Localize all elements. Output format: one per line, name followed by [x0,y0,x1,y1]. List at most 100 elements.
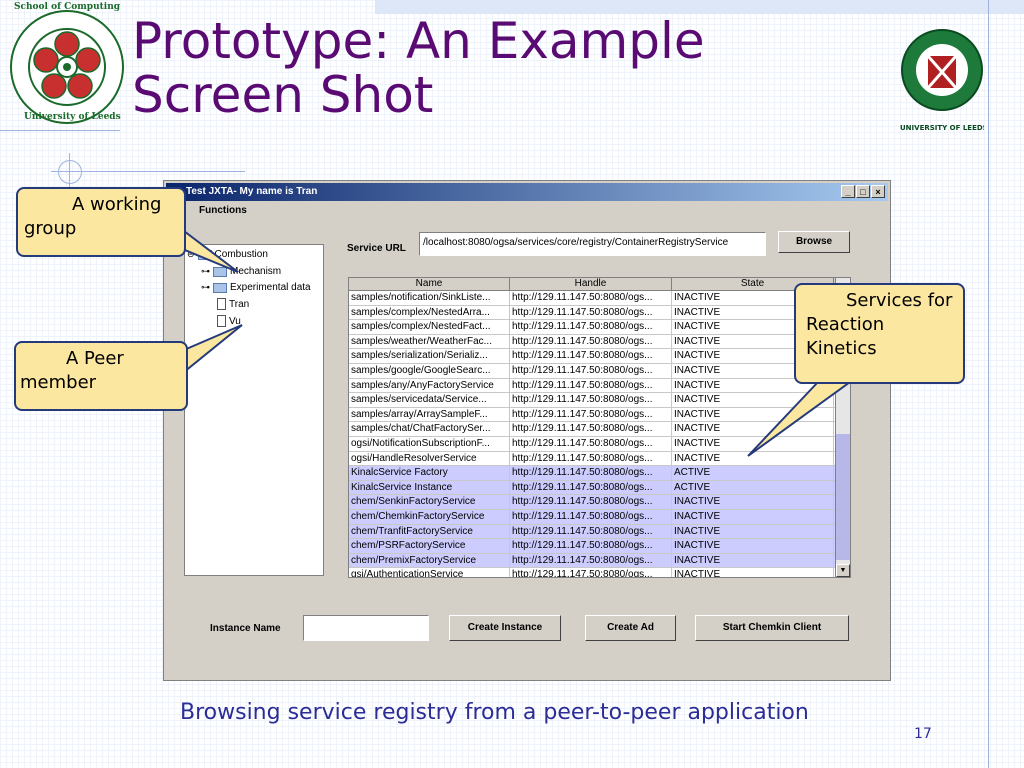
cell-name: samples/servicedata/Service... [349,393,510,407]
cell-handle: http://129.11.147.50:8080/ogs... [510,451,672,466]
cell-state: INACTIVE [672,568,834,577]
service-table[interactable]: Name Handle State samples/notification/S… [348,277,851,578]
tree-item-combustion[interactable]: ⊖ Combustion [187,249,268,260]
cell-handle: http://129.11.147.50:8080/ogs... [510,539,672,553]
cell-name: ogsi/HandleResolverService [349,451,510,466]
table-row[interactable]: samples/notification/SinkListe...http://… [349,291,850,306]
scroll-down-arrow-icon[interactable]: ▼ [836,564,850,577]
expand-icon[interactable]: ⊶ [201,266,210,276]
cell-name: samples/google/GoogleSearc... [349,363,510,378]
cell-name: chem/PremixFactoryService [349,553,510,568]
cell-name: chem/PSRFactoryService [349,539,510,553]
window-title: Test JXTA- My name is Tran [186,186,318,197]
top-band [375,0,1024,14]
cell-name: chem/SenkinFactoryService [349,495,510,509]
table-row[interactable]: samples/complex/NestedArra...http://129.… [349,305,850,321]
guide-line [0,130,120,131]
cell-handle: http://129.11.147.50:8080/ogs... [510,378,672,393]
cell-handle: http://129.11.147.50:8080/ogs... [510,466,672,480]
document-icon [217,315,226,327]
service-url-input[interactable]: /localhost:8080/ogsa/services/core/regis… [419,232,766,256]
expand-icon[interactable]: ⊖ [187,249,195,259]
cell-name: ogsi/NotificationSubscriptionF... [349,436,510,451]
table-row[interactable]: samples/chat/ChatFactorySer...http://129… [349,422,850,437]
tree-item-mechanism[interactable]: ⊶ Mechanism [201,266,282,277]
right-logo-label: UNIVERSITY OF LEEDS [900,124,984,132]
cell-name: chem/TranfitFactoryService [349,524,510,539]
browse-button[interactable]: Browse [778,231,850,253]
start-chemkin-client-button[interactable]: Start Chemkin Client [695,615,849,641]
slide-caption: Browsing service registry from a peer-to… [180,700,809,725]
page-number: 17 [914,726,932,742]
instance-name-input[interactable] [303,615,429,641]
cell-state: INACTIVE [672,553,834,568]
cell-handle: http://129.11.147.50:8080/ogs... [510,480,672,495]
table-row[interactable]: samples/complex/NestedFact...http://129.… [349,320,850,335]
create-ad-button[interactable]: Create Ad [585,615,676,641]
cell-name: KinalcService Factory [349,466,510,480]
cell-handle: http://129.11.147.50:8080/ogs... [510,393,672,407]
menu-functions[interactable]: Functions [199,205,247,216]
slide-title: Prototype: An Example Screen Shot [132,14,705,122]
table-row[interactable]: samples/array/ArraySampleF...http://129.… [349,407,850,423]
cell-name: KinalcService Instance [349,480,510,495]
cell-state: INACTIVE [672,509,834,524]
table-header: Name Handle State [349,278,850,291]
close-button[interactable]: × [871,185,885,198]
table-row[interactable]: samples/servicedata/Service...http://129… [349,393,850,408]
create-instance-button[interactable]: Create Instance [449,615,561,641]
cell-state: INACTIVE [672,422,834,436]
column-name[interactable]: Name [349,278,510,290]
maximize-button[interactable]: □ [856,185,870,198]
table-row[interactable]: samples/google/GoogleSearc...http://129.… [349,363,850,379]
cell-state: INACTIVE [672,436,834,451]
cell-handle: http://129.11.147.50:8080/ogs... [510,334,672,349]
cell-handle: http://129.11.147.50:8080/ogs... [510,553,672,568]
app-window: Test JXTA- My name is Tran _ □ × Functio… [163,180,891,681]
cell-state: INACTIVE [672,524,834,539]
cell-name: samples/weather/WeatherFac... [349,334,510,349]
left-logo-label-bottom: University of Leeds [24,112,121,122]
cell-state: INACTIVE [672,407,834,422]
cell-state: ACTIVE [672,466,834,480]
expand-icon[interactable]: ⊶ [201,282,210,292]
cell-name: samples/any/AnyFactoryService [349,378,510,393]
tree-item-tran[interactable]: Tran [217,298,249,310]
minimize-button[interactable]: _ [841,185,855,198]
title-line-1: Prototype: An Example [132,12,705,70]
cell-handle: http://129.11.147.50:8080/ogs... [510,320,672,334]
document-icon [217,298,226,310]
column-handle[interactable]: Handle [510,278,672,290]
table-row[interactable]: samples/serialization/Serializ...http://… [349,349,850,364]
tree-item-experimental-data[interactable]: ⊶ Experimental data [201,282,311,293]
cell-name: chem/ChemkinFactoryService [349,509,510,524]
tree-item-vu[interactable]: Vu [217,315,241,327]
title-line-2: Screen Shot [132,66,434,124]
scrollbar-thumb[interactable] [836,434,850,560]
table-row[interactable]: samples/weather/WeatherFac...http://129.… [349,334,850,350]
instance-name-label: Instance Name [210,623,281,634]
cell-handle: http://129.11.147.50:8080/ogs... [510,363,672,378]
school-of-computing-logo [10,10,124,124]
folder-icon [197,249,212,260]
cell-name: samples/complex/NestedFact... [349,320,510,334]
cell-name: samples/notification/SinkListe... [349,291,510,305]
cell-handle: http://129.11.147.50:8080/ogs... [510,436,672,451]
group-tree[interactable]: ⊖ Combustion ⊶ Mechanism ⊶ Experimental … [184,244,324,576]
cell-state: ACTIVE [672,480,834,495]
cell-state: INACTIVE [672,451,834,466]
left-logo-label-top: School of Computing [14,2,121,12]
table-row[interactable]: ogsi/NotificationSubscriptionF...http://… [349,436,850,452]
folder-icon [213,282,227,293]
window-title-bar[interactable]: Test JXTA- My name is Tran _ □ × [166,183,888,201]
